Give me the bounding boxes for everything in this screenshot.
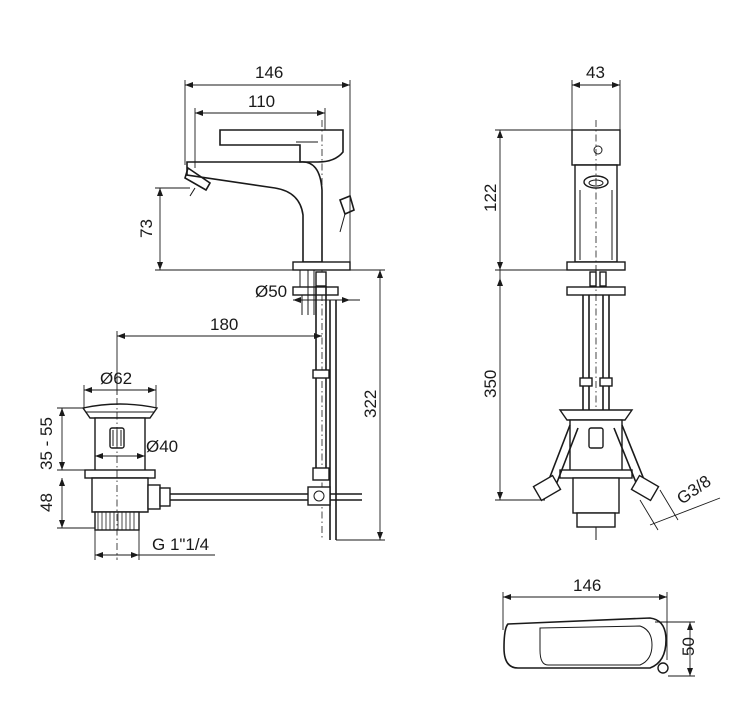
waste-total-height-label: 322 (361, 390, 380, 418)
front-width-label: 43 (586, 63, 605, 82)
faucet-body-side (186, 161, 323, 263)
front-view: 43 (481, 63, 721, 540)
top-view: 146 50 (502, 576, 698, 677)
faucet-lever-side (219, 129, 344, 163)
waste-body-diameter-label: Ø40 (146, 437, 178, 456)
side-spout-height-label: 73 (137, 219, 156, 238)
front-height-label: 122 (481, 184, 500, 212)
waste-body-height-label: 48 (37, 493, 56, 512)
waste-thread-label: G 1"1/4 (152, 535, 209, 554)
waste-assembly: 180 Ø62 (37, 269, 385, 560)
waste-cap-height-range-label: 35 - 55 (37, 417, 56, 470)
faucet-top (503, 617, 667, 669)
front-hose-length-label: 350 (481, 370, 500, 398)
top-length-label: 146 (573, 576, 601, 595)
top-width-label: 50 (679, 637, 698, 656)
waste-cap-diameter-label: Ø62 (100, 369, 132, 388)
waste-horizontal-distance-label: 180 (210, 315, 238, 334)
side-spout-length-label: 110 (248, 92, 275, 111)
side-overall-length-label: 146 (255, 63, 283, 82)
waste-cap (81, 403, 159, 419)
side-view: 146 110 73 (137, 63, 360, 540)
side-base-diameter-label: Ø50 (255, 282, 287, 301)
